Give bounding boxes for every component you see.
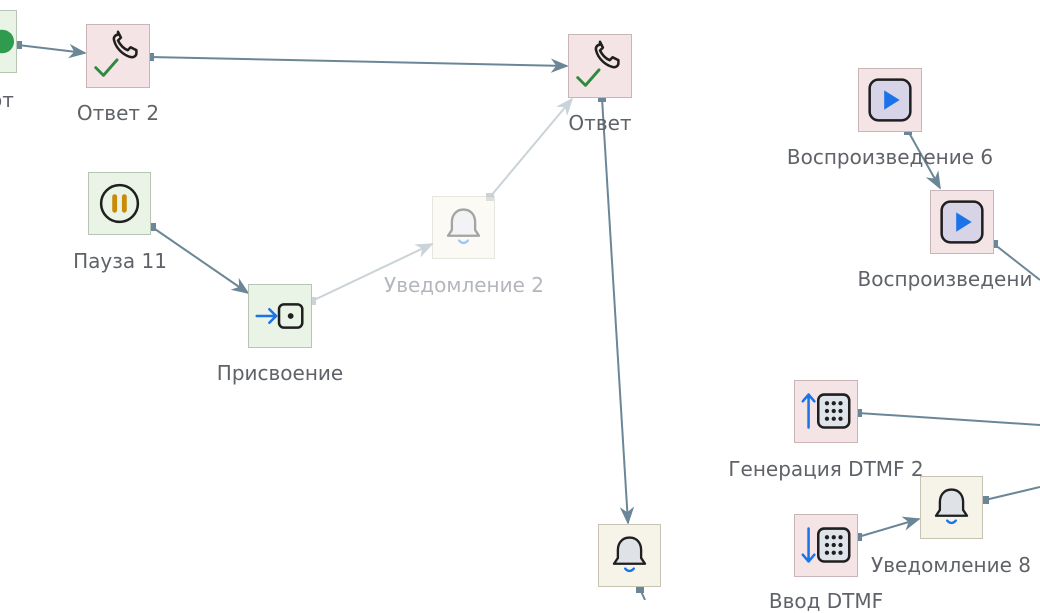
node-generacia-dtmf2-label: Генерация DTMF 2 — [728, 457, 924, 481]
play-icon — [940, 200, 984, 244]
edge-bell-bottom-out[interactable] — [636, 585, 646, 600]
edge-otvet2-to-otvet[interactable] — [146, 53, 569, 73]
edge-uvedomlenie2-to-otvet[interactable] — [486, 97, 574, 201]
node-vosproizvedenie-next-label: Воспроизведени — [857, 267, 1033, 291]
node-pauza11-label: Пауза 11 — [73, 249, 167, 273]
node-start-label: от — [0, 88, 14, 112]
bell-icon — [934, 488, 969, 525]
edge-dtmf2-out[interactable] — [854, 409, 1040, 426]
dtmf-generate-icon — [801, 393, 851, 429]
bell-icon — [446, 208, 481, 245]
dtmf-input-icon — [801, 527, 851, 563]
node-otvet2-label: Ответ 2 — [76, 101, 160, 125]
phone-check-icon — [576, 40, 620, 87]
play-icon — [868, 78, 912, 122]
node-uvedomlenie8-label: Уведомление 8 — [871, 553, 1031, 577]
node-vvod-dtmf-label: Ввод DTMF — [768, 589, 884, 613]
edge-uvedomlenie8-out[interactable] — [981, 486, 1040, 504]
edge-otvet-to-bell[interactable] — [598, 94, 635, 525]
pause-icon — [99, 183, 140, 224]
start-icon — [0, 29, 15, 54]
phone-check-icon — [94, 30, 138, 77]
edge-start-to-otvet2[interactable] — [14, 41, 87, 59]
node-vosproizvedenie6-label: Воспроизведение 6 — [786, 145, 994, 169]
bell-icon — [612, 536, 647, 573]
edge-vvod-to-uvedomlenie8[interactable] — [854, 516, 921, 541]
node-otvet-label: Ответ — [568, 111, 632, 135]
node-uvedomlenie2-label: Уведомление 2 — [384, 273, 544, 297]
node-prisvoenie-label: Присвоение — [216, 361, 344, 385]
assign-icon — [255, 303, 304, 329]
